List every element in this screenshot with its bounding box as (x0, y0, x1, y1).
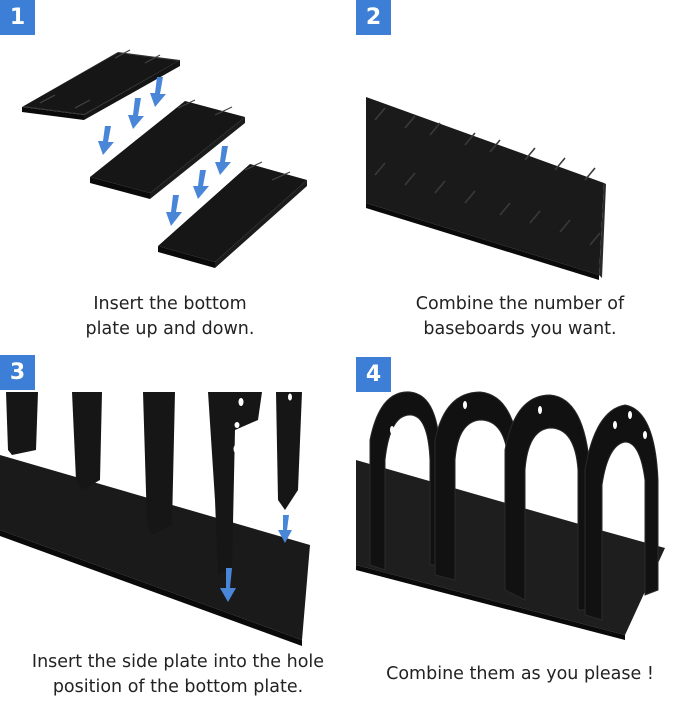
step-2-panel: 2 Combine the number of baseboards you w… (340, 0, 679, 350)
step-2-caption-line-2: baseboards you want. (423, 319, 617, 339)
down-arrow-icon (98, 77, 231, 226)
step-3-caption-line-2: position of the bottom plate. (52, 677, 304, 697)
down-arrow-icon (220, 515, 292, 602)
step-4-caption: Combine them as you please ! (360, 662, 679, 687)
bottom-plates-illustration (22, 49, 307, 268)
step-2-caption-line-1: Combine the number of (415, 294, 625, 314)
step-3-caption-line-1: Insert the side plate into the hole (31, 652, 325, 672)
step-4-badge: 4 (356, 357, 391, 392)
step-3-badge: 3 (0, 355, 35, 390)
step-1-caption-line-2: plate up and down. (85, 319, 255, 339)
arrow-icons-group (98, 77, 231, 226)
step-2-caption: Combine the number of baseboards you wan… (370, 292, 670, 342)
step-4-caption-line-1: Combine them as you please ! (386, 664, 654, 684)
step-2-badge: 2 (356, 0, 391, 35)
side-plate-insertion-illustration (0, 392, 310, 646)
combined-baseboard-illustration (366, 97, 606, 280)
step-4-panel: 4 Combine them as you please ! (340, 350, 679, 701)
step-1-caption-line-1: Insert the bottom (93, 294, 247, 314)
step-1-caption: Insert the bottom plate up and down. (40, 292, 300, 342)
assembled-organizer-illustration (356, 391, 665, 640)
step-3-caption: Insert the side plate into the hole posi… (0, 650, 356, 700)
step-3-panel: 3 Insert the side plate into the hole po… (0, 350, 340, 701)
step-1-badge: 1 (0, 0, 35, 35)
step-1-panel: 1 Insert the bottom plate up and down. (0, 0, 340, 350)
